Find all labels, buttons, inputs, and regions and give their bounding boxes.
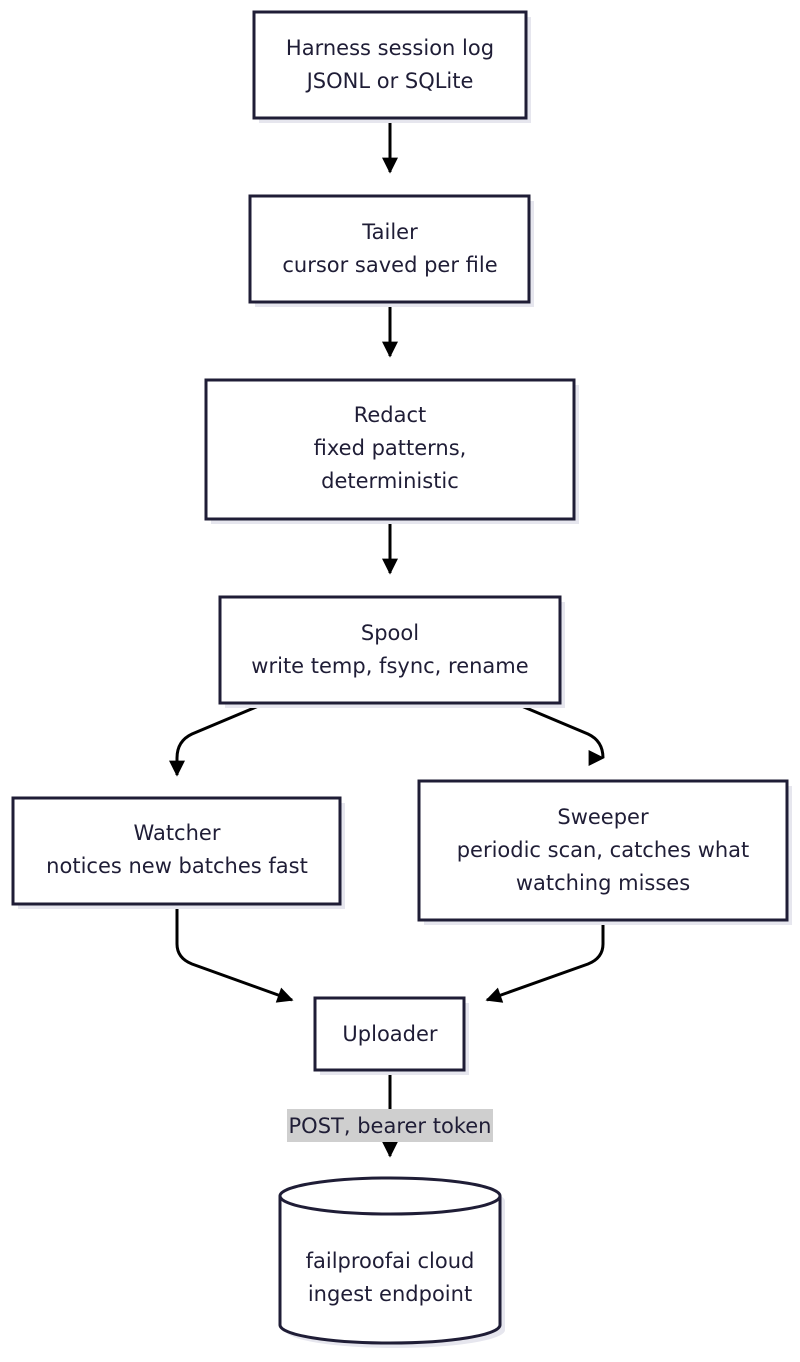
node-sweeper-line3: watching misses xyxy=(516,871,690,895)
node-sweeper-title: Sweeper xyxy=(557,805,649,829)
edge-sweeper-to-uploader xyxy=(485,920,605,1003)
node-harness-title: Harness session log xyxy=(286,36,494,60)
node-tailer: Tailer cursor saved per file xyxy=(248,194,534,307)
node-tailer-title: Tailer xyxy=(361,220,418,244)
node-redact: Redact fixed patterns, deterministic xyxy=(204,378,579,524)
node-watcher: Watcher notices new batches fast xyxy=(11,796,345,909)
node-redact-title: Redact xyxy=(354,403,427,427)
node-cloud-title: failproofai cloud xyxy=(306,1249,475,1273)
node-sweeper: Sweeper periodic scan, catches what watc… xyxy=(417,779,792,925)
node-failproofai-cloud: failproofai cloud ingest endpoint xyxy=(278,1176,505,1348)
node-spool-title: Spool xyxy=(361,621,419,645)
node-redact-line3: deterministic xyxy=(321,469,459,493)
node-cloud-subtitle: ingest endpoint xyxy=(308,1282,472,1306)
node-uploader-title: Uploader xyxy=(342,1022,438,1046)
node-harness-subtitle: JSONL or SQLite xyxy=(305,69,474,93)
node-watcher-subtitle: notices new batches fast xyxy=(46,854,308,878)
edge-label-post: POST, bearer token xyxy=(287,1109,493,1142)
edges xyxy=(169,118,611,1158)
edge-spool-to-sweeper xyxy=(511,700,611,760)
node-harness-session-log: Harness session log JSONL or SQLite xyxy=(252,10,531,123)
edge-label-text: POST, bearer token xyxy=(289,1114,492,1138)
node-spool: Spool write temp, fsync, rename xyxy=(218,595,565,708)
node-spool-subtitle: write temp, fsync, rename xyxy=(251,654,528,678)
edge-watcher-to-uploader xyxy=(175,904,294,1003)
edge-label-background xyxy=(287,1109,493,1142)
edge-spool-to-watcher xyxy=(169,700,269,777)
node-uploader: Uploader xyxy=(313,996,469,1075)
node-sweeper-line2: periodic scan, catches what xyxy=(457,838,750,862)
node-redact-line2: fixed patterns, xyxy=(314,436,467,460)
node-tailer-subtitle: cursor saved per file xyxy=(282,253,497,277)
node-watcher-title: Watcher xyxy=(134,821,221,845)
